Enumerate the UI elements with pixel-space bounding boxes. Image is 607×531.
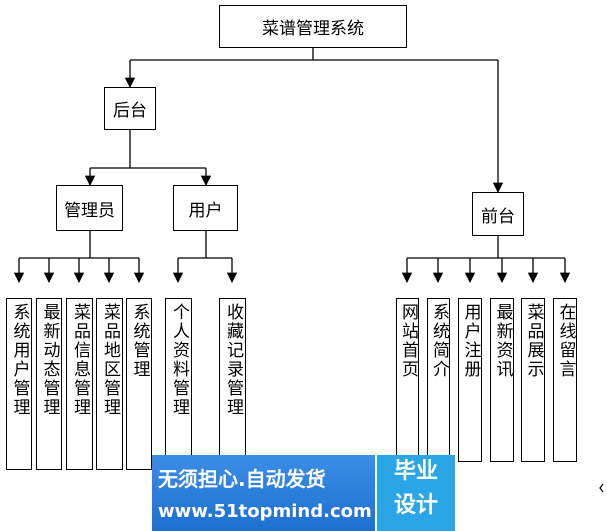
frontend-item-dishes: 菜品展示: [521, 298, 545, 462]
watermark-slogan: 无须担心.自动发货: [158, 467, 326, 491]
watermark-left-panel: 无须担心.自动发货 www.51topmind.com: [152, 455, 375, 531]
user-item-favorites: 收藏记录管理: [219, 298, 246, 470]
admin-item-system-users: 系统用户管理: [6, 298, 32, 470]
user-node: 用户: [173, 185, 238, 231]
frontend-item-home: 网站首页: [396, 298, 419, 462]
root-node: 菜谱管理系统: [219, 5, 407, 48]
watermark-badge: 毕业 设计: [375, 455, 455, 531]
frontend-item-message: 在线留言: [553, 298, 577, 462]
watermark-badge-line2: 设计: [393, 493, 438, 518]
admin-item-dish-region: 菜品地区管理: [96, 298, 123, 470]
frontend-item-news: 最新资讯: [490, 298, 514, 462]
frontend-node: 前台: [472, 192, 524, 236]
admin-item-news: 最新动态管理: [36, 298, 62, 470]
watermark-url: www.51topmind.com: [158, 501, 372, 522]
backend-node: 后台: [104, 87, 156, 130]
frontend-item-intro: 系统简介: [427, 298, 450, 462]
user-item-profile: 个人资料管理: [165, 298, 192, 470]
admin-node: 管理员: [56, 185, 123, 231]
watermark-banner: 无须担心.自动发货 www.51topmind.com 毕业 设计: [152, 455, 455, 531]
admin-item-system: 系统管理: [126, 298, 152, 470]
admin-item-dish-info: 菜品信息管理: [66, 298, 93, 470]
frontend-item-register: 用户注册: [458, 298, 482, 462]
watermark-badge-line1: 毕业: [393, 459, 438, 484]
